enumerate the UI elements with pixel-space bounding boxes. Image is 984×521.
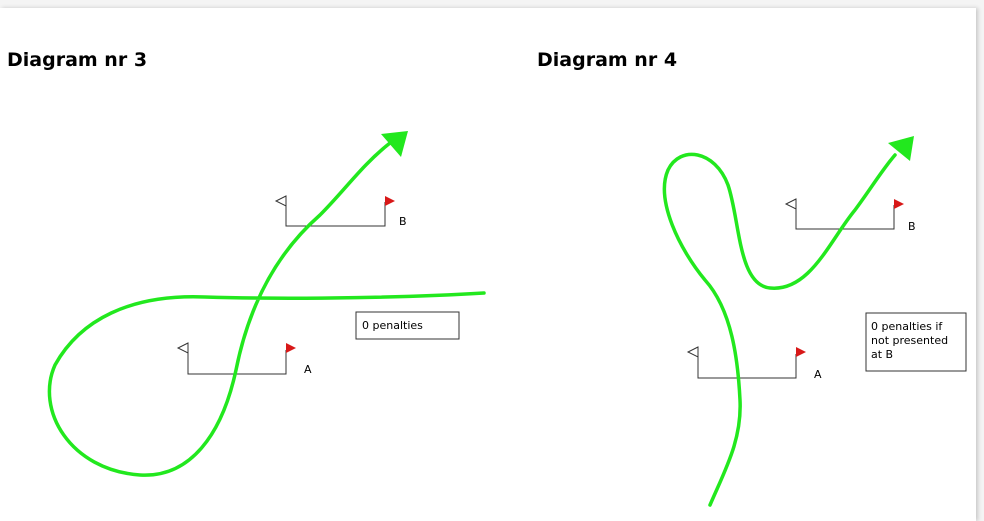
- penalty-note: 0 penalties if not presented at B: [865, 312, 967, 372]
- penalty-note-line-2: not presented: [871, 334, 948, 347]
- penalty-note-line-1: 0 penalties if: [871, 320, 943, 333]
- gate-b-right-flag-icon: [385, 196, 395, 206]
- penalty-note-line-1: 0 penalties: [362, 319, 423, 332]
- track-arrow-icon: [888, 136, 914, 161]
- gate-b-line: [795, 205, 895, 230]
- gate-b: B: [784, 198, 916, 233]
- gate-a-line: [187, 350, 287, 375]
- gate-a-line: [697, 354, 797, 379]
- gate-b-label: B: [908, 220, 916, 233]
- gate-a: A: [686, 346, 822, 381]
- gate-a-right-flag-icon: [796, 347, 806, 357]
- document-page: Diagram nr 3 Diagram nr 4: [0, 8, 976, 521]
- gate-a-left-flag-icon: [176, 342, 189, 354]
- track-arrow-icon: [381, 131, 408, 157]
- gate-b-left-flag-icon: [274, 195, 287, 207]
- gate-a: A: [176, 342, 312, 376]
- diagram-3-title: Diagram nr 3: [7, 49, 148, 71]
- penalty-note: 0 penalties: [355, 311, 460, 340]
- diagram-4: B A 0 penalties if not presented at B: [662, 136, 967, 507]
- gate-b: B: [274, 195, 407, 228]
- gate-b-right-flag-icon: [894, 199, 904, 209]
- gate-a-left-flag-icon: [686, 346, 699, 358]
- gate-a-label: A: [814, 368, 822, 381]
- track-path: [662, 152, 897, 507]
- diagram-3: B A 0 penalties: [47, 131, 486, 477]
- track-path: [47, 141, 486, 477]
- gate-a-right-flag-icon: [286, 343, 296, 353]
- gate-b-label: B: [399, 215, 407, 228]
- gate-b-line: [285, 202, 386, 227]
- penalty-note-line-3: at B: [871, 348, 893, 361]
- gate-a-label: A: [304, 363, 312, 376]
- diagram-4-title: Diagram nr 4: [537, 49, 678, 71]
- gate-b-left-flag-icon: [784, 198, 797, 210]
